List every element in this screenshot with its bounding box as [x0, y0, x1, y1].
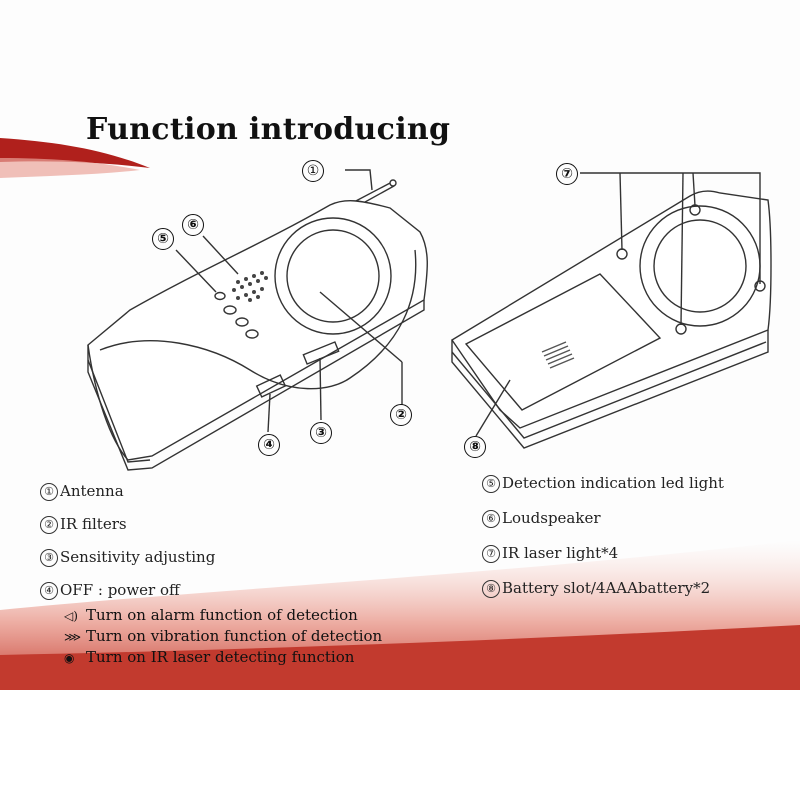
legend-label: Antenna	[60, 482, 124, 500]
antenna	[351, 181, 393, 204]
legend-label: Battery slot/4AAAbattery*2	[502, 579, 711, 597]
callout-3: ③	[310, 422, 332, 444]
legend-num: ⑧	[482, 580, 500, 598]
legend-num: ①	[40, 483, 58, 501]
legend-num: ⑥	[482, 510, 500, 528]
battery-contacts	[541, 341, 575, 369]
callout-5: ⑤	[152, 228, 174, 250]
sensitivity-slider	[302, 341, 340, 365]
legend-label: IR filters	[60, 515, 127, 533]
bottom-band	[0, 540, 800, 690]
led-indicators	[214, 291, 259, 339]
legend-num: ⑦	[482, 545, 500, 563]
mode-ir-laser: ◉ Turn on IR laser detecting function	[64, 648, 354, 666]
legend-label: Loudspeaker	[502, 509, 601, 527]
legend-label: Detection indication led light	[502, 474, 724, 492]
battery-slot-panel	[464, 273, 662, 411]
mode-alarm: ◁) Turn on alarm function of detection	[64, 606, 358, 624]
mode-vibration: ⋙ Turn on vibration function of detection	[64, 627, 382, 645]
callout-7: ⑦	[556, 163, 578, 185]
callout-2: ②	[390, 404, 412, 426]
ir-filter-outer	[274, 217, 392, 335]
mode-label: Turn on IR laser detecting function	[86, 648, 355, 666]
callout-1: ①	[302, 160, 324, 182]
legend-num: ②	[40, 516, 58, 534]
speaker-icon: ◁)	[64, 609, 78, 623]
eye-icon: ◉	[64, 651, 75, 665]
legend-num: ③	[40, 549, 58, 567]
loudspeaker-grille	[232, 271, 268, 302]
callout-6: ⑥	[182, 214, 204, 236]
legend-label: OFF : power off	[60, 581, 180, 599]
callout-4: ④	[258, 434, 280, 456]
mode-label: Turn on vibration function of detection	[86, 627, 383, 645]
power-switch	[255, 374, 287, 398]
mode-label: Turn on alarm function of detection	[86, 606, 358, 624]
legend-num: ⑤	[482, 475, 500, 493]
vibration-icon: ⋙	[64, 630, 82, 644]
legend-label: IR laser light*4	[502, 544, 619, 562]
legend-num: ④	[40, 582, 58, 600]
page-title: Function introducing	[86, 112, 451, 147]
device-rear-view	[451, 172, 772, 449]
header-swoosh	[0, 138, 150, 178]
device-front-view	[87, 169, 428, 471]
ir-filter-inner	[286, 229, 380, 323]
callout-8: ⑧	[464, 436, 486, 458]
manual-illustration	[0, 138, 800, 690]
legend-label: Sensitivity adjusting	[60, 548, 216, 566]
